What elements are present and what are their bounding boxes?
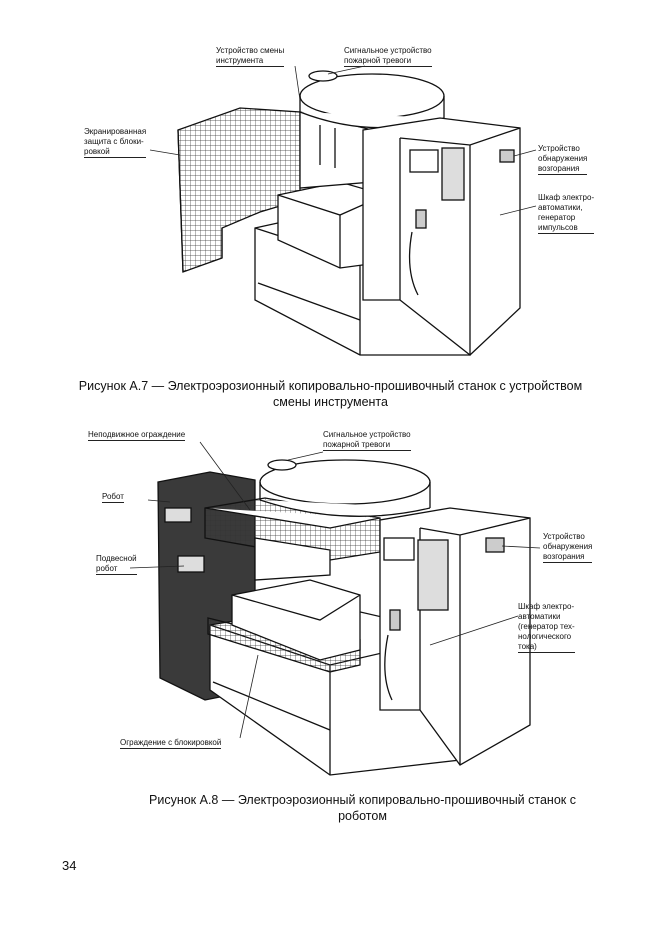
label-suspended-robot: Подвесной робот <box>96 554 137 575</box>
label-fire-alarm: Сигнальное устройство пожарной тревоги <box>344 46 432 67</box>
label-robot: Робот <box>102 492 124 503</box>
figure-a7-drawing <box>177 70 521 356</box>
figure-a8: Неподвижное ограждение Сигнальное устрой… <box>0 420 661 790</box>
label-fixed-guard: Неподвижное ограждение <box>88 430 186 441</box>
label-tool-changer: Устройство смены инструмента <box>216 46 285 67</box>
figure-a8-caption: Рисунок А.8 — Электроэрозионный копирова… <box>149 793 576 823</box>
label-ignition-detector: Устройство обнаружения возгорания <box>538 144 588 175</box>
label-control-cabinet: Шкаф электро- автоматики, генератор импу… <box>538 193 595 234</box>
figure-a7: Устройство смены инструмента Сигнальное … <box>0 0 661 380</box>
label-shielded-guard: Экранированная защита с блоки- ровкой <box>84 127 147 158</box>
label-fire-alarm-a8: Сигнальное устройство пожарной тревоги <box>323 430 411 451</box>
page-number: 34 <box>62 858 77 873</box>
label-control-cabinet-a8: Шкаф электро- автоматики (генератор тех-… <box>518 602 575 653</box>
label-interlocked-guard: Ограждение с блокировкой <box>120 738 222 749</box>
figure-a7-caption: Рисунок А.7 — Электроэрозионный копирова… <box>78 379 583 409</box>
label-ignition-detector-a8: Устройство обнаружения возгорания <box>543 532 593 563</box>
